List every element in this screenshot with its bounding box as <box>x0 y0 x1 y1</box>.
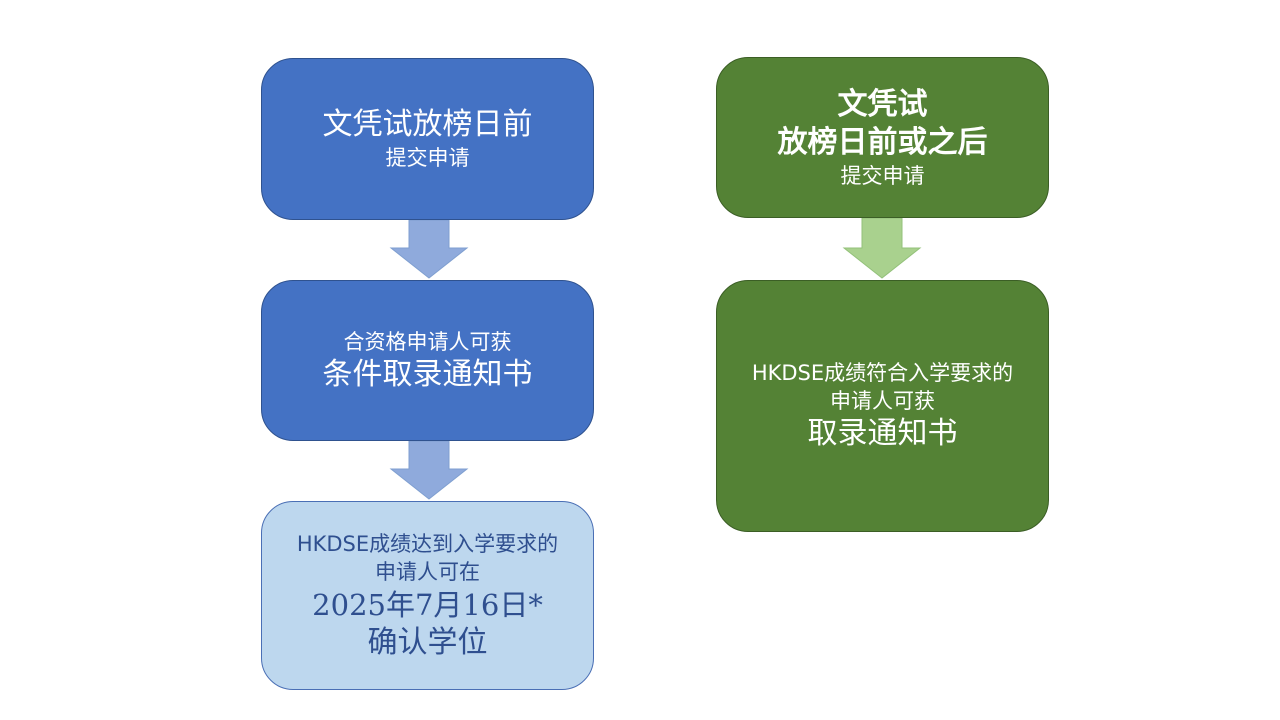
left-step3-box: HKDSE成绩达到入学要求的 申请人可在 2025年7月16日* 确认学位 <box>261 501 594 690</box>
left-step3-date: 2025年7月16日* <box>312 587 543 622</box>
down-arrow-left-1 <box>389 220 469 279</box>
right-step1-title-line2: 放榜日前或之后 <box>777 124 988 160</box>
left-step3-line1: HKDSE成绩达到入学要求的 <box>296 531 559 556</box>
left-step2-subtitle: 合资格申请人可获 <box>343 329 512 354</box>
down-arrow-left-2 <box>389 441 469 500</box>
left-step1-box: 文凭试放榜日前 提交申请 <box>261 58 594 220</box>
left-step1-title: 文凭试放榜日前 <box>322 107 533 142</box>
left-step2-title: 条件取录通知书 <box>322 356 533 392</box>
right-step1-title-line1: 文凭试 <box>837 86 928 122</box>
down-arrow-right <box>842 218 922 279</box>
right-step1-box: 文凭试 放榜日前或之后 提交申请 <box>716 57 1049 218</box>
right-step2-box: HKDSE成绩符合入学要求的 申请人可获 取录通知书 <box>716 280 1049 532</box>
right-step2-title: 取录通知书 <box>807 416 958 451</box>
right-step2-line2: 申请人可获 <box>830 389 935 413</box>
left-step3-title: 确认学位 <box>367 624 488 660</box>
left-step2-box: 合资格申请人可获 条件取录通知书 <box>261 280 594 441</box>
left-step1-subtitle: 提交申请 <box>385 146 470 170</box>
right-step2-line1: HKDSE成绩符合入学要求的 <box>751 361 1014 385</box>
left-step3-line2: 申请人可在 <box>375 559 480 584</box>
right-step1-subtitle: 提交申请 <box>840 163 925 188</box>
